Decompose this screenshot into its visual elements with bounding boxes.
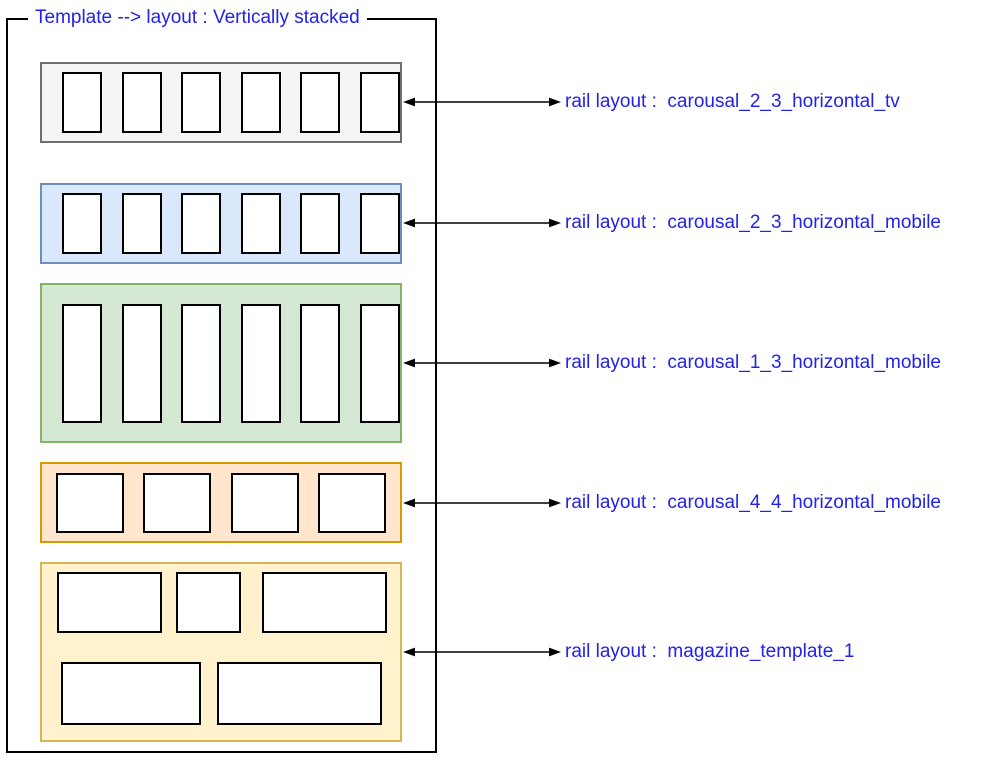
rail-item-box <box>300 193 340 254</box>
rail-item-box <box>62 193 102 254</box>
rail-item-box <box>359 303 400 423</box>
rail-item-box <box>181 193 221 254</box>
rail-item-box <box>240 303 281 423</box>
magazine-row-bottom <box>61 662 400 725</box>
rail-item-box <box>181 72 221 133</box>
rail-item-box <box>57 572 162 633</box>
double-arrow-icon <box>403 358 561 368</box>
rail-item-box <box>121 303 162 423</box>
double-arrow-icon <box>403 498 561 508</box>
double-arrow-icon <box>403 97 561 107</box>
rail-magazine-template-1 <box>40 562 402 742</box>
rail-item-box <box>317 472 386 533</box>
rail-item-box <box>240 72 281 133</box>
template-title: Template --> layout : Vertically stacked <box>28 7 367 29</box>
rail-layout-label: rail layout : magazine_template_1 <box>565 641 855 662</box>
rail-carousal-1-3-horizontal-mobile <box>40 283 402 443</box>
rail-item-box <box>300 303 340 423</box>
rail-item-box <box>176 572 241 633</box>
annotation-rail-3: rail layout : carousal_4_4_horizontal_mo… <box>402 492 941 514</box>
rail-item-box <box>62 72 102 133</box>
rail-layout-label: rail layout : carousal_2_3_horizontal_mo… <box>565 212 942 233</box>
rail-item-box <box>359 193 400 254</box>
rail-item-box <box>61 662 201 725</box>
annotation-rail-1: rail layout : carousal_2_3_horizontal_mo… <box>402 212 941 234</box>
annotation-rail-2: rail layout : carousal_1_3_horizontal_mo… <box>402 352 941 374</box>
rail-item-box <box>143 472 212 533</box>
rail-item-box <box>217 662 382 725</box>
annotation-rail-4: rail layout : magazine_template_1 <box>402 641 854 663</box>
rail-item-box <box>240 193 281 254</box>
annotation-rail-0: rail layout : carousal_2_3_horizontal_tv <box>402 91 900 113</box>
rail-carousal-2-3-horizontal-mobile <box>40 183 402 264</box>
rail-item-box <box>121 72 162 133</box>
rail-item-box <box>62 303 102 423</box>
rail-item-box <box>121 193 162 254</box>
rail-layout-label: rail layout : carousal_4_4_horizontal_mo… <box>565 492 942 513</box>
rail-carousal-2-3-horizontal-tv <box>40 62 402 143</box>
magazine-row-top <box>57 572 400 633</box>
rail-item-box <box>56 472 124 533</box>
rail-layout-label: rail layout : carousal_2_3_horizontal_tv <box>565 91 900 112</box>
double-arrow-icon <box>403 647 561 657</box>
rail-item-box <box>262 572 387 633</box>
rail-carousal-4-4-horizontal-mobile <box>40 462 402 543</box>
double-arrow-icon <box>403 218 561 228</box>
rail-item-box <box>230 472 299 533</box>
rail-item-box <box>181 303 221 423</box>
rail-item-box <box>300 72 340 133</box>
rail-item-box <box>359 72 400 133</box>
rail-layout-label: rail layout : carousal_1_3_horizontal_mo… <box>565 352 942 373</box>
